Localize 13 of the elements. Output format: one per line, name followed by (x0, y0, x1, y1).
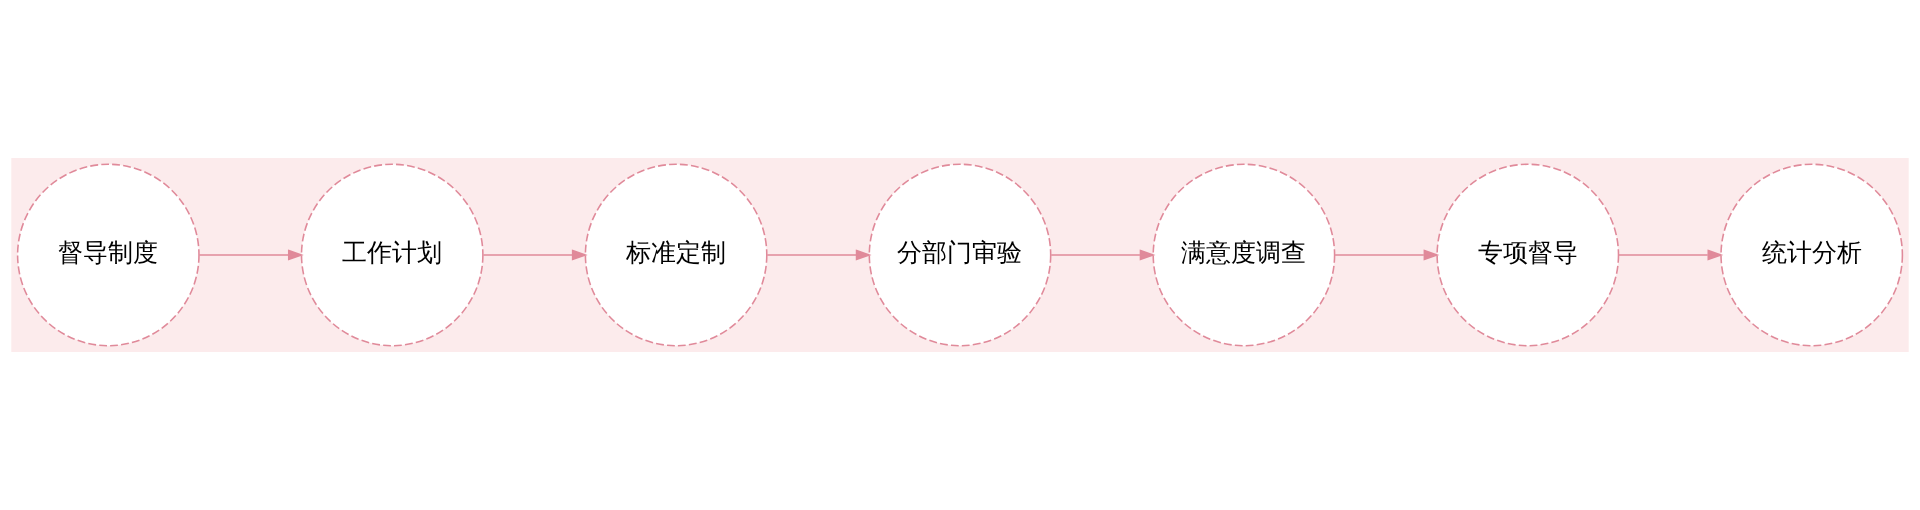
arrow (1618, 249, 1724, 261)
node-circle: 标准定制 (584, 163, 768, 347)
arrow (198, 249, 304, 261)
node-circle: 督导制度 (16, 163, 200, 347)
node-circle: 统计分析 (1720, 163, 1904, 347)
node-circle: 工作计划 (300, 163, 484, 347)
arrow (482, 249, 588, 261)
arrow (1334, 249, 1440, 261)
node-circle: 满意度调查 (1152, 163, 1336, 347)
arrow (1050, 249, 1156, 261)
node-circle: 专项督导 (1436, 163, 1620, 347)
node-circle: 分部门审验 (868, 163, 1052, 347)
arrow (766, 249, 872, 261)
